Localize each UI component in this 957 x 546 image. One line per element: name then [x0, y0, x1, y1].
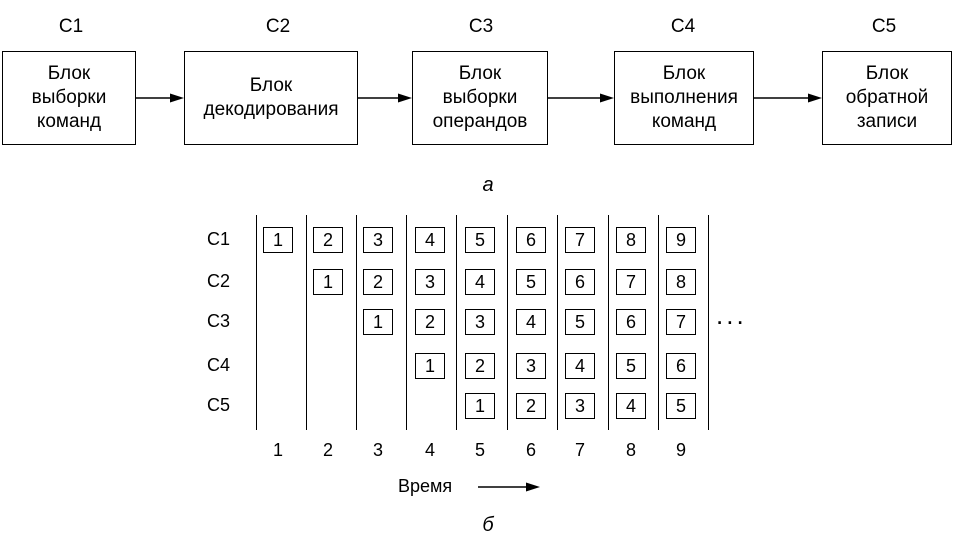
cell-c4-t6: 3	[516, 353, 546, 379]
stage-box-c1: Блок выборки команд	[2, 51, 136, 145]
grid-line-9	[708, 215, 709, 430]
cell-c1-t8: 8	[616, 227, 646, 253]
cell-c5-t7: 3	[565, 393, 595, 419]
cell-c2-t3: 2	[363, 269, 393, 295]
stage-id-c1: C1	[58, 16, 84, 37]
cell-c5-t8: 4	[616, 393, 646, 419]
stage-box-c5: Блок обратной записи	[822, 51, 952, 145]
cell-c5-t5: 1	[465, 393, 495, 419]
cell-c1-t5: 5	[465, 227, 495, 253]
row-label-c5: C5	[207, 395, 231, 415]
row-label-c1: C1	[207, 229, 231, 249]
cell-c1-t7: 7	[565, 227, 595, 253]
column-label-4: 4	[424, 440, 435, 460]
cell-c2-t5: 4	[465, 269, 495, 295]
stage-box-c4: Блок выполнения команд	[614, 51, 754, 145]
grid-line-1	[306, 215, 307, 430]
grid-line-3	[406, 215, 407, 430]
grid-line-5	[507, 215, 508, 430]
grid-line-4	[456, 215, 457, 430]
cell-c1-t6: 6	[516, 227, 546, 253]
time-axis-label: Время	[398, 476, 453, 496]
cell-c4-t4: 1	[415, 353, 445, 379]
stage-id-c5: C5	[871, 16, 897, 37]
cell-c5-t6: 2	[516, 393, 546, 419]
column-label-3: 3	[372, 440, 383, 460]
column-label-6: 6	[525, 440, 536, 460]
column-label-1: 1	[272, 440, 283, 460]
cell-c4-t9: 6	[666, 353, 696, 379]
cell-c3-t6: 4	[516, 309, 546, 335]
cell-c1-t2: 2	[313, 227, 343, 253]
grid-line-2	[356, 215, 357, 430]
arrow-head-4	[808, 93, 822, 103]
cell-c1-t1: 1	[263, 227, 293, 253]
column-label-7: 7	[574, 440, 585, 460]
caption-b: б	[482, 514, 494, 536]
cell-c4-t8: 5	[616, 353, 646, 379]
cell-c2-t7: 6	[565, 269, 595, 295]
cell-c4-t5: 2	[465, 353, 495, 379]
row-label-c2: C2	[207, 271, 231, 291]
cell-c2-t9: 8	[666, 269, 696, 295]
cell-c1-t9: 9	[666, 227, 696, 253]
grid-line-7	[608, 215, 609, 430]
column-label-8: 8	[625, 440, 636, 460]
column-label-2: 2	[322, 440, 333, 460]
grid-line-6	[557, 215, 558, 430]
arrow-head-1	[170, 93, 184, 103]
cell-c2-t8: 7	[616, 269, 646, 295]
cell-c1-t4: 4	[415, 227, 445, 253]
column-label-9: 9	[675, 440, 686, 460]
stage-box-c3: Блок выборки операндов	[412, 51, 548, 145]
cell-c4-t7: 4	[565, 353, 595, 379]
row-label-c4: C4	[207, 355, 231, 375]
cell-c3-t9: 7	[666, 309, 696, 335]
grid-line-0	[256, 215, 257, 430]
cell-c3-t4: 2	[415, 309, 445, 335]
arrow-head-2	[398, 93, 412, 103]
row-label-c3: C3	[207, 311, 231, 331]
ellipsis: ...	[716, 300, 747, 330]
cell-c2-t6: 5	[516, 269, 546, 295]
cell-c1-t3: 3	[363, 227, 393, 253]
stage-id-c3: C3	[468, 16, 494, 37]
cell-c3-t5: 3	[465, 309, 495, 335]
cell-c2-t2: 1	[313, 269, 343, 295]
cell-c5-t9: 5	[666, 393, 696, 419]
grid-line-8	[658, 215, 659, 430]
caption-a: а	[482, 174, 494, 196]
stage-box-c2: Блок декодирования	[184, 51, 358, 145]
cell-c3-t3: 1	[363, 309, 393, 335]
stage-id-c4: C4	[670, 16, 696, 37]
cell-c3-t7: 5	[565, 309, 595, 335]
column-label-5: 5	[474, 440, 485, 460]
arrow-head-3	[600, 93, 614, 103]
cell-c2-t4: 3	[415, 269, 445, 295]
stage-id-c2: C2	[265, 16, 291, 37]
cell-c3-t8: 6	[616, 309, 646, 335]
